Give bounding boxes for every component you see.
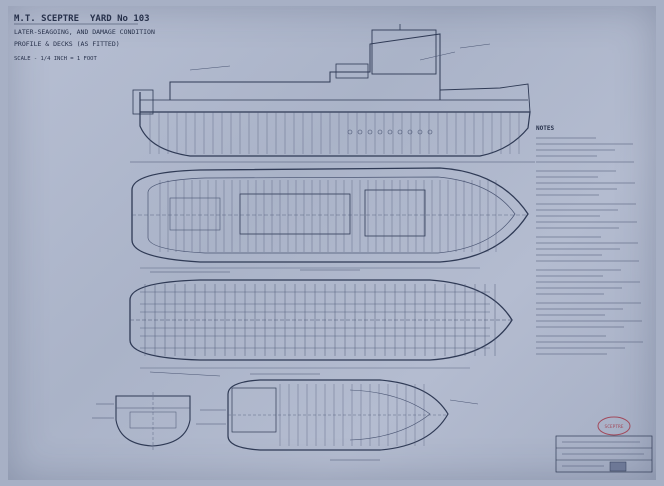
lower-deck-plan xyxy=(129,279,513,369)
annotation-line xyxy=(459,43,491,49)
annotation-line xyxy=(449,399,479,405)
bottom-hull-plan xyxy=(227,379,449,451)
title-line-2: LATER-SEAGOING, AND DAMAGE CONDITION xyxy=(14,28,155,36)
title-block: M.T. SCEPTRE YARD No 103 LATER-SEAGOING,… xyxy=(14,14,155,62)
title-scale: SCALE - 1/4 INCH = 1 FOOT xyxy=(14,56,97,62)
notes-heading: NOTES xyxy=(536,125,554,132)
upper-deck-plan xyxy=(131,167,529,269)
annotation-line xyxy=(189,65,231,71)
title-yard-no: YARD No 103 xyxy=(90,14,150,24)
annotation-line xyxy=(419,51,456,61)
stern-section-view xyxy=(115,392,191,450)
drawing-title-box xyxy=(555,435,653,473)
annotation-line xyxy=(149,371,221,377)
approval-stamp: SCEPTRE xyxy=(597,416,631,436)
title-line-3: PROFILE & DECKS (AS FITTED) xyxy=(14,40,120,48)
notes-column: NOTES xyxy=(536,125,643,355)
title-vessel: M.T. SCEPTRE xyxy=(14,14,79,24)
stamp-label: SCEPTRE xyxy=(605,424,624,430)
profile-view xyxy=(130,24,535,163)
